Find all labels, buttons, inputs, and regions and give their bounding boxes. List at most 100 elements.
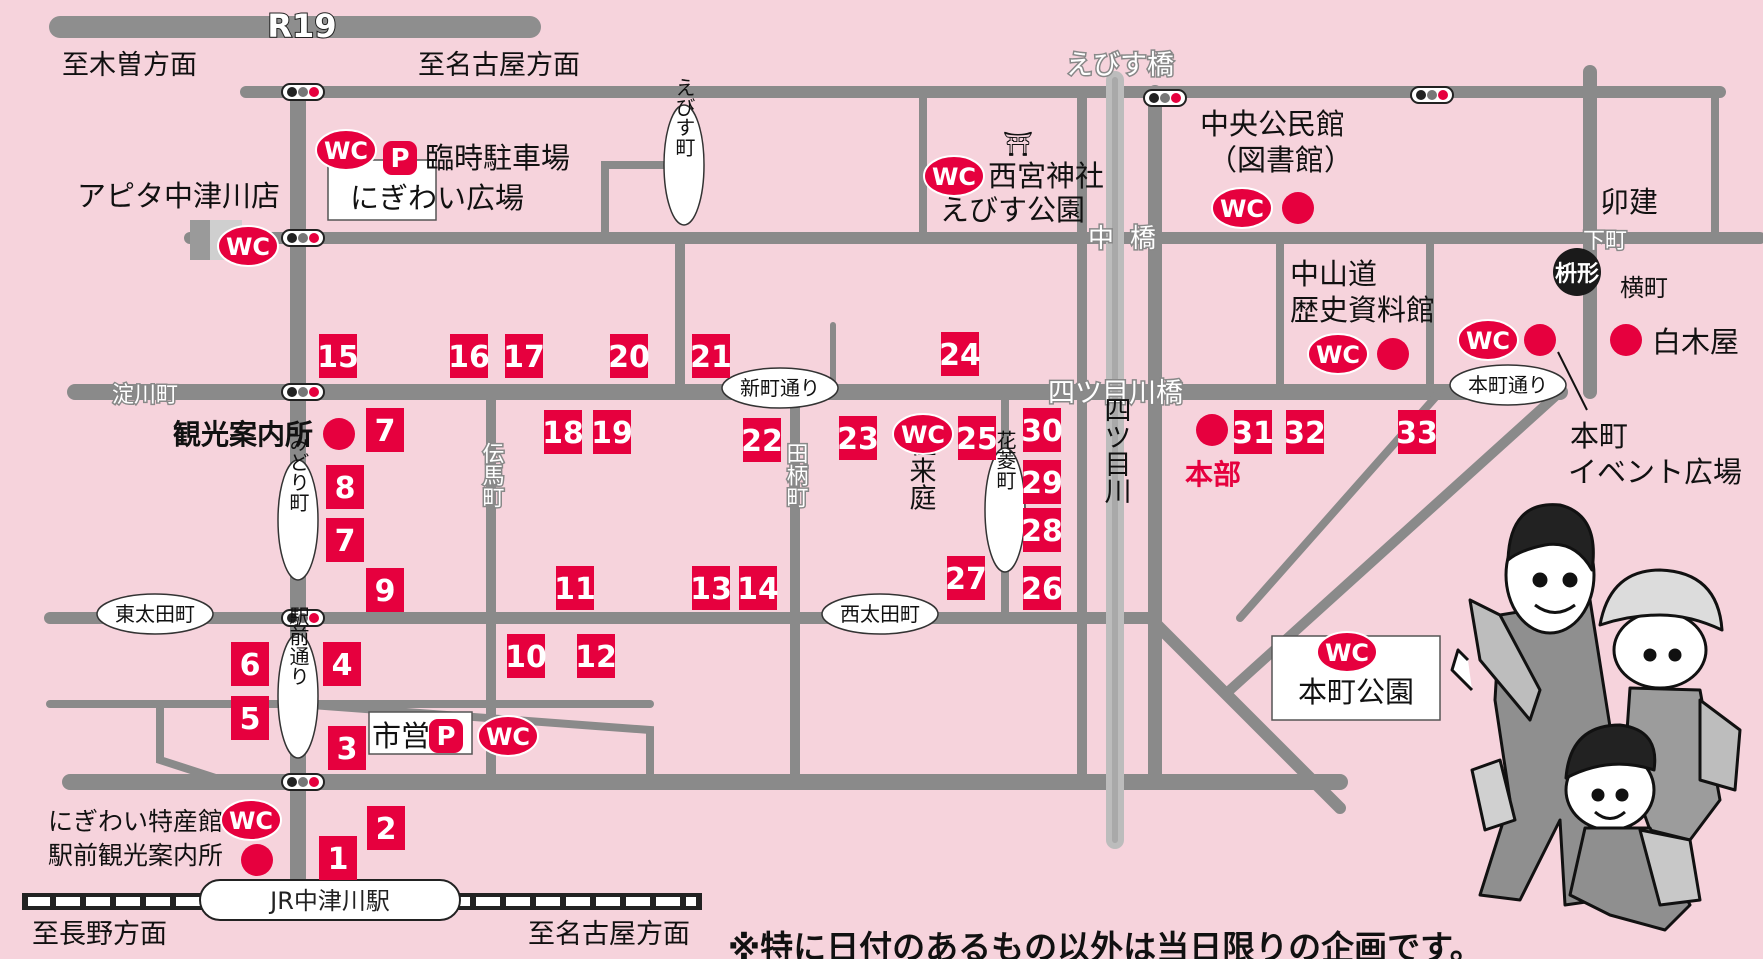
history-museum-label: 歴史資料館 (1290, 293, 1435, 327)
venue-marker-number: 5 (240, 702, 261, 737)
street-oval-label: 駅前通り (277, 606, 319, 759)
traffic-signal-icon (281, 773, 325, 791)
venue-marker-number: 12 (575, 640, 617, 675)
bridge-yotsumegawa: 四ツ目川橋 (1048, 378, 1183, 409)
venue-marker-box (743, 418, 781, 462)
bridge-ebisu: えびす橋 (1066, 50, 1174, 81)
venue-marker: 31 (1232, 410, 1274, 454)
venue-marker-number: 4 (332, 648, 353, 683)
venue-marker-box (947, 556, 985, 600)
city-parking-label: 市営 (372, 719, 430, 753)
venue-dot-icon (1524, 324, 1556, 356)
event-plaza-leader (1557, 351, 1588, 411)
station-label: JR中津川駅 (268, 887, 390, 915)
street-tagara: 田柄町 (783, 442, 809, 508)
wc-icon-label: WC (1220, 195, 1264, 223)
venue-marker-box (231, 642, 269, 686)
honmachi-park-label: 本町公園 (1298, 675, 1414, 709)
venue-marker-number: 3 (337, 732, 358, 767)
traffic-signal-icon (1410, 86, 1454, 104)
venue-marker: 28 (1021, 508, 1063, 552)
parking-icon: P (383, 141, 417, 175)
street-denma: 伝馬町 (479, 442, 505, 508)
street-oval-text: 西太田町 (840, 602, 920, 626)
venue-marker-box (1023, 508, 1061, 552)
direction-nagoya-bottom: 至名古屋方面 (528, 919, 690, 950)
venue-marker-box (323, 642, 361, 686)
venue-marker-box (958, 416, 996, 460)
venue-marker-number: 33 (1396, 416, 1438, 451)
wc-icon: WC (1316, 631, 1378, 673)
street-oval-text: 新町通り (740, 376, 820, 400)
street-ovals: えびす町新町通りみどり町東太田町西太田町駅前通り花菱町本町通り (96, 77, 1567, 759)
apita-label: アピタ中津川店 (77, 179, 280, 213)
udatsu-label: 卯建 (1600, 185, 1658, 219)
venue-marker-number: 25 (956, 422, 998, 457)
direction-kiso: 至木曽方面 (62, 50, 197, 81)
shiragiya-label: 白木屋 (1652, 325, 1739, 359)
venue-marker-box (507, 634, 545, 678)
street-yodogawa: 淀川町 (112, 383, 178, 408)
venue-marker-number: 8 (335, 471, 356, 506)
venue-dot-icon (1377, 338, 1409, 370)
street-oval-text: 駅前通り (286, 606, 310, 686)
venue-marker: 7 (326, 518, 364, 562)
venue-marker: 20 (608, 334, 650, 378)
street-oval-label: 新町通り (721, 367, 839, 409)
venue-marker-number: 2 (376, 812, 397, 847)
wc-icon-label: WC (226, 233, 270, 261)
venue-marker-box (941, 332, 979, 376)
wc-icon-label: WC (1325, 639, 1369, 667)
traffic-signal-icon (1143, 89, 1187, 107)
direction-nagoya-top: 至名古屋方面 (418, 50, 580, 81)
event-plaza-label-2: イベント広場 (1568, 455, 1742, 489)
venue-marker: 21 (690, 334, 732, 378)
venue-marker: 12 (575, 634, 617, 678)
traffic-signal-icon (281, 609, 325, 627)
venue-marker-number: 1 (328, 842, 349, 877)
wc-icon: WC (315, 129, 377, 171)
venue-marker: 10 (505, 634, 547, 678)
wc-icon: WC (892, 413, 954, 455)
venue-marker-box (1234, 410, 1272, 454)
community-hall-label: 中央公民館 (1200, 107, 1345, 141)
wc-icon-label: WC (1316, 341, 1360, 369)
venue-marker-box (839, 416, 877, 460)
venue-marker: 15 (317, 334, 359, 378)
masugata-badge: 枡形 (1553, 248, 1601, 296)
venue-marker-number: 10 (505, 640, 547, 675)
street-shimomachi: 下町 (1583, 229, 1627, 254)
venue-marker-box (366, 568, 404, 612)
wc-icon: WC (220, 799, 282, 841)
street-oval-text: えびす町 (672, 77, 696, 157)
nigiwai-plaza-label: にぎわい広場 (350, 181, 524, 215)
venue-marker-box (610, 334, 648, 378)
venue-marker: 29 (1021, 460, 1063, 504)
venue-marker: 14 (737, 566, 779, 610)
venue-marker-number: 9 (375, 574, 396, 609)
venue-dot-icon (1282, 192, 1314, 224)
bridge-naka-1: 中 (1088, 224, 1114, 254)
wc-icon-label: WC (901, 421, 945, 449)
shrine-label: 西宮神社 (988, 159, 1104, 193)
venue-dot-icon (1196, 414, 1228, 446)
venue-marker-box (1023, 408, 1061, 452)
venue-marker: 2 (367, 806, 405, 850)
venue-marker: 3 (328, 726, 366, 770)
venue-marker-number: 19 (591, 416, 633, 451)
wc-icon: WC (1457, 319, 1519, 361)
wc-icon-label: WC (324, 137, 368, 165)
traffic-signal-icon (281, 83, 325, 101)
traffic-signal-icon (281, 383, 325, 401)
venue-marker: 26 (1021, 566, 1063, 610)
venue-marker: 5 (231, 696, 269, 740)
street-oval-text: 花菱町 (993, 430, 1017, 490)
venue-marker-box (577, 634, 615, 678)
venue-marker-box (231, 696, 269, 740)
street-oval-label: えびす町 (663, 77, 705, 226)
river-name: 四ツ目川 (1100, 396, 1132, 504)
venue-marker-number: 27 (945, 562, 987, 597)
venue-marker: 18 (542, 410, 584, 454)
venue-marker-box (319, 836, 357, 880)
